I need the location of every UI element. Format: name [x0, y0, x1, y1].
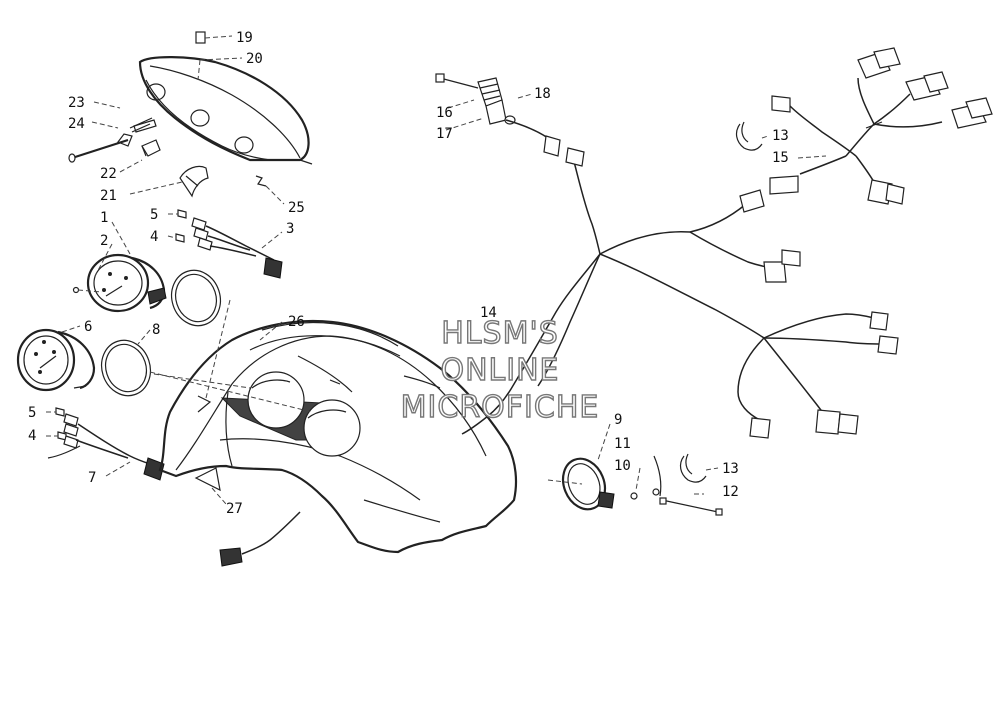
callout-4-lower: 4 — [28, 428, 36, 444]
headlight-housing — [138, 31, 313, 165]
tachometer-gauge — [16, 325, 96, 392]
callout-6: 6 — [84, 319, 92, 335]
callout-11: 11 — [614, 436, 631, 452]
callout-18: 18 — [534, 86, 551, 102]
callout-15: 15 — [772, 150, 789, 166]
gauge-seal-ring-upper — [170, 269, 222, 327]
leader-6 — [153, 373, 251, 389]
dash-bezel-trim — [194, 467, 227, 505]
callout-27: 27 — [226, 501, 243, 517]
callout-3: 3 — [286, 221, 294, 237]
callout-19: 19 — [236, 30, 253, 46]
headlight-socket — [119, 139, 161, 173]
callout-labels: 19 20 23 24 22 21 25 1 5 4 3 2 6 8 26 5 … — [28, 30, 789, 517]
callout-17: 17 — [436, 126, 453, 142]
watermark-line-2: ONLINE — [440, 353, 559, 388]
callout-12: 12 — [722, 484, 739, 500]
headlight-bulb — [129, 165, 209, 198]
callout-5-upper: 5 — [150, 207, 158, 223]
lamp-hardware — [630, 455, 723, 516]
cable-tie-upper — [735, 121, 769, 151]
callout-5-lower: 5 — [28, 405, 36, 421]
leader-2 — [205, 299, 231, 399]
callout-22: 22 — [100, 166, 117, 182]
callout-7: 7 — [88, 470, 96, 486]
callout-25: 25 — [288, 200, 305, 216]
gauge-harness-upper — [167, 209, 283, 279]
watermark-line-1: HLSM'S — [441, 316, 559, 351]
callout-9: 9 — [614, 412, 622, 428]
callout-8: 8 — [152, 322, 160, 338]
watermark-line-3: MICROFICHE — [401, 390, 600, 425]
voltage-regulator — [435, 73, 561, 157]
taillight-harness — [769, 47, 993, 205]
headlight-spring-clip — [255, 175, 285, 205]
leader-26 — [259, 321, 283, 341]
dash-gauge-openings — [220, 371, 361, 457]
callout-23: 23 — [68, 95, 85, 111]
callout-26: 26 — [288, 314, 305, 330]
callout-24: 24 — [68, 116, 85, 132]
callout-2: 2 — [100, 233, 108, 249]
headlight-adjust-screw — [68, 101, 157, 163]
watermark: HLSM'S ONLINE MICROFICHE — [400, 315, 600, 425]
callout-13-upper: 13 — [772, 128, 789, 144]
callout-10: 10 — [614, 458, 631, 474]
callout-20: 20 — [246, 51, 263, 67]
callout-4-upper: 4 — [150, 229, 158, 245]
auxiliary-lamp — [547, 423, 615, 511]
dash-hood-panel — [158, 319, 518, 554]
callout-13-lower: 13 — [722, 461, 739, 477]
gauge-seal-ring-lower — [100, 329, 152, 397]
callout-14: 14 — [480, 305, 497, 321]
main-wiring-harness — [461, 147, 899, 439]
callout-21: 21 — [100, 188, 117, 204]
leader-8 — [149, 371, 313, 413]
callout-16: 16 — [436, 105, 453, 121]
hood-pigtail-connector — [219, 511, 301, 567]
callout-1: 1 — [100, 210, 108, 226]
speedometer-gauge — [72, 221, 167, 313]
gauge-harness-lower — [46, 407, 165, 481]
cable-tie-lower — [679, 453, 719, 483]
